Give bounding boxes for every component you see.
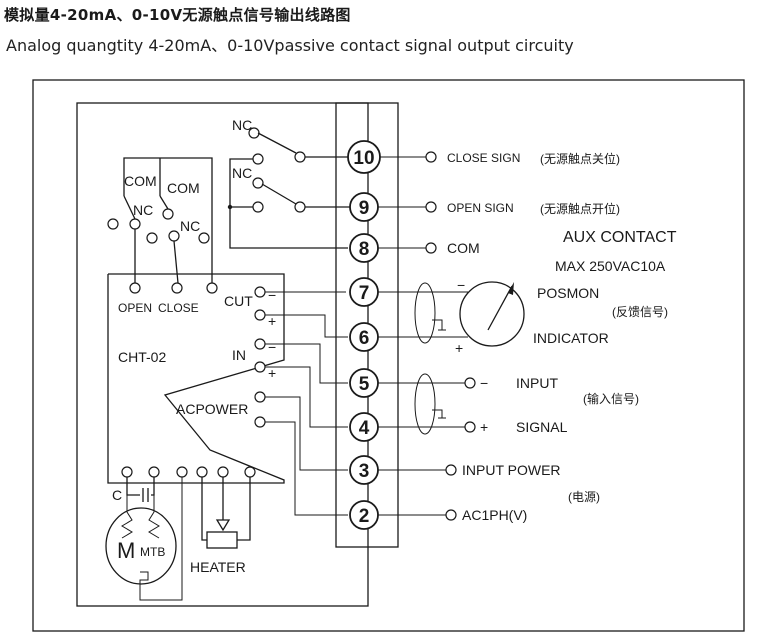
open-sign-cn: (无源触点开位) [540,201,620,216]
terminal-9-label: 9 [359,198,370,219]
in-minus: − [268,339,276,355]
controller-module [107,273,285,484]
actuator-enclosure [76,102,369,607]
input-power-label: INPUT POWER [462,462,561,478]
ac1ph-label: AC1PH(V) [462,507,527,523]
terminal-5-label: 5 [359,374,370,395]
terminal-8-label: 8 [359,239,370,260]
close-label: CLOSE [158,301,199,315]
cut-plus: + [268,313,276,329]
motor-label: M [117,538,135,563]
open-label: OPEN [118,301,152,315]
in-plus: + [268,365,276,381]
terminal-3-label: 3 [359,461,370,482]
input-signal-wiring [378,373,476,435]
motor [105,477,183,601]
indicator-plus: + [455,340,463,356]
capacitor-label: C [112,487,122,503]
nc-label-mid: NC [232,165,252,181]
acpower-label: ACPOWER [176,401,248,417]
cut-label: CUT [224,293,253,309]
power-cn: (电源) [568,490,600,504]
input-minus: − [480,375,488,391]
aux-rating-label: MAX 250VAC10A [555,258,666,274]
model-label: CHT-02 [118,349,166,365]
close-sign-label: CLOSE SIGN [447,151,520,165]
terminal-2-label: 2 [359,506,370,527]
title-en: Analog quangtity 4-20mA、0-10Vpassive con… [6,36,574,55]
outer-frame [32,79,745,632]
feedback-cn: (反馈信号) [612,305,668,319]
input-label: INPUT [516,375,558,391]
open-sign-label: OPEN SIGN [447,201,514,215]
nc-label-1: NC [133,202,153,218]
indicator-minus: − [457,277,465,293]
aux-contact-label: AUX CONTACT [563,229,677,246]
com-label-2: COM [167,180,200,196]
com-label-1: COM [124,173,157,189]
in-label: IN [232,347,246,363]
indicator-label: INDICATOR [533,330,609,346]
heater-label: HEATER [190,559,246,575]
input-cn: (输入信号) [583,391,639,406]
input-plus: + [480,419,488,435]
terminal-strip [335,102,399,548]
terminal-4-label: 4 [359,418,370,439]
position-indicator [378,281,525,347]
mtb-label: MTB [140,545,165,559]
nc-label-2: NC [180,218,200,234]
terminal-10-label: 10 [353,148,374,169]
title-cn: 模拟量4-20mA、0-10V无源触点信号输出线路图 [4,6,351,24]
posmon-label: POSMON [537,285,599,301]
signal-label: SIGNAL [516,419,568,435]
terminal-7-label: 7 [359,283,370,304]
cut-minus: − [268,287,276,303]
com-out-label: COM [447,240,480,256]
heater [201,477,251,549]
nc-label-top: NC [232,117,252,133]
close-sign-cn: (无源触点关位) [540,151,620,166]
terminal-6-label: 6 [359,328,370,349]
relay-contacts [107,195,213,284]
aux-switch-contacts [227,127,350,249]
